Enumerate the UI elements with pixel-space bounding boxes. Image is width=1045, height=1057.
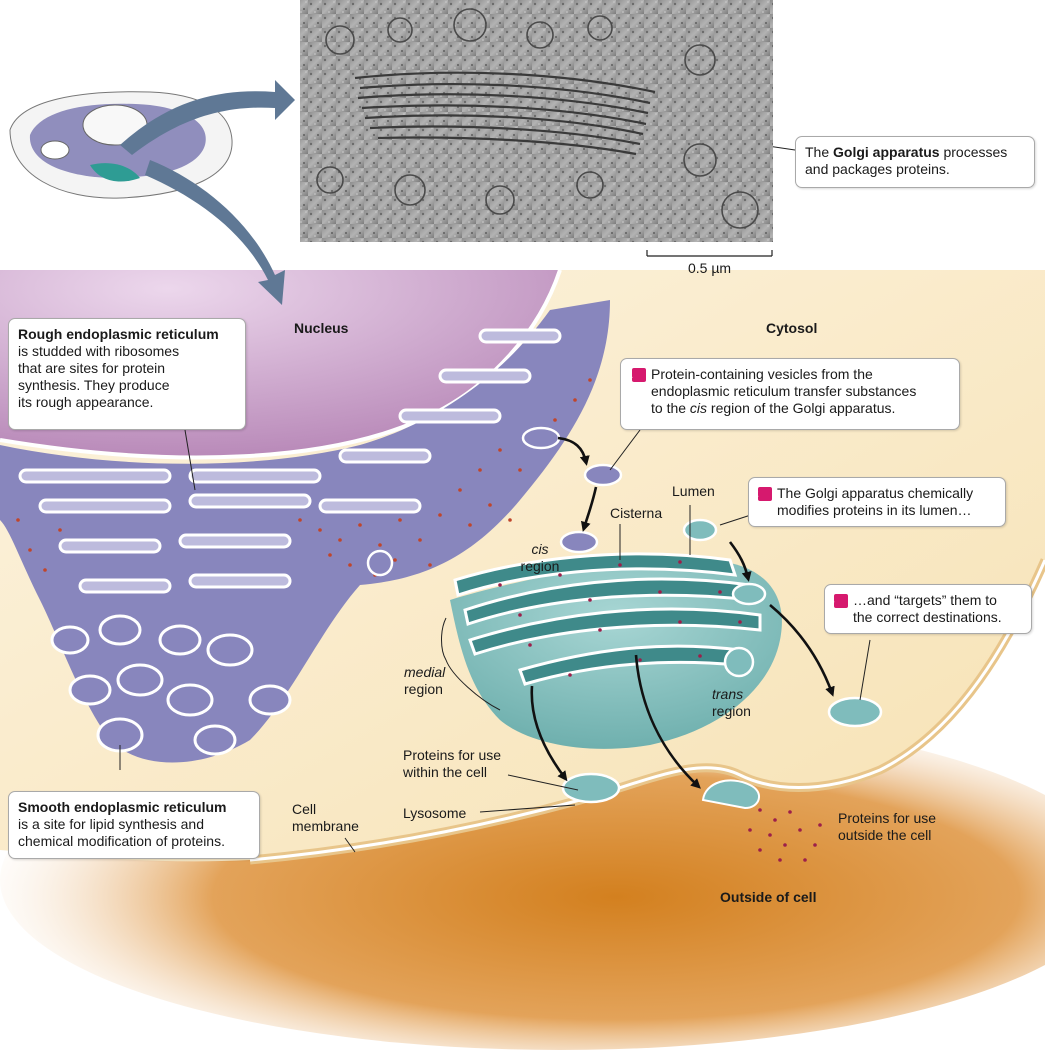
golgi-cargo (498, 560, 742, 677)
step1-badge: 1 (626, 368, 646, 382)
exocytosis-pocket (701, 779, 760, 810)
trans-region-label: trans region (712, 686, 751, 719)
step3-callout: 3…and “targets” them to the correct dest… (824, 584, 1032, 634)
vesicles (366, 426, 883, 804)
rough-er-cisternae (18, 328, 562, 594)
step3-badge: 3 (828, 594, 848, 608)
scale-bar (646, 250, 773, 257)
cis-region-label: cis region (520, 541, 560, 574)
rough-er-callout: Rough endoplasmic reticulum is studded w… (8, 318, 246, 430)
cisterna-label: Cisterna (610, 505, 663, 521)
step2-badge: 2 (752, 487, 772, 501)
lysosome-label: Lysosome (403, 805, 467, 821)
proteins-outside-label: Proteins for use outside the cell (838, 810, 937, 843)
ribosomes (16, 378, 592, 577)
proteins-within-label: Proteins for use within the cell (403, 747, 502, 780)
smooth-er (50, 614, 292, 756)
em-micrograph (300, 0, 773, 242)
nucleus-label: Nucleus (294, 320, 349, 336)
smooth-er-callout: Smooth endoplasmic reticulum is a site f… (8, 791, 260, 859)
cytosol-label: Cytosol (766, 320, 818, 336)
scale-bar-label: 0.5 µm (688, 260, 732, 276)
lumen-label: Lumen (672, 483, 715, 499)
cell-membrane-label: Cell membrane (292, 801, 359, 834)
golgi-callout: The Golgi apparatus processes and packag… (795, 136, 1035, 188)
outside-cell-label: Outside of cell (720, 889, 817, 905)
process-arrows (530, 436, 835, 789)
zoom-arrows (120, 80, 295, 305)
medial-region-label: medial region (404, 664, 446, 697)
secreted-proteins (748, 808, 822, 862)
